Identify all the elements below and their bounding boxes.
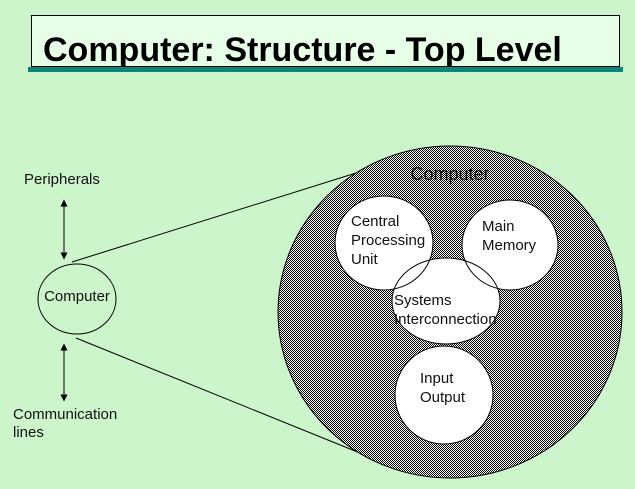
- peripherals-label: Peripherals: [24, 171, 100, 188]
- computer-small-circle-label: Computer: [44, 288, 110, 305]
- title-underline-bar: [28, 67, 623, 72]
- title-box: Computer: Structure - Top Level: [31, 15, 620, 69]
- input-output-circle-fill: [395, 346, 493, 444]
- systems-interconnection-circle-fill: [392, 258, 500, 344]
- systems-interconnection-label: Systems Interconnection: [394, 292, 497, 328]
- cpu-label: Central Processing Unit: [351, 213, 426, 268]
- main-memory-label: Main Memory: [482, 218, 537, 254]
- slide-title: Computer: Structure - Top Level: [43, 31, 562, 69]
- input-output-label: Input Output: [420, 370, 466, 406]
- computer-detail-circle-label: Computer: [410, 164, 490, 184]
- zoom-line-bottom: [75, 337, 361, 454]
- input-output-circle-outline: [394, 345, 494, 445]
- zoom-line-top: [71, 167, 373, 263]
- main-memory-circle-outline: [461, 199, 559, 291]
- cpu-circle-outline: [334, 195, 434, 291]
- systems-interconnection-circle-outline: [391, 257, 501, 345]
- computer-small-circle: [37, 263, 117, 335]
- main-memory-circle-fill: [462, 200, 558, 290]
- cpu-circle-fill: [335, 196, 433, 290]
- communication-lines-label: Communication lines: [13, 406, 118, 441]
